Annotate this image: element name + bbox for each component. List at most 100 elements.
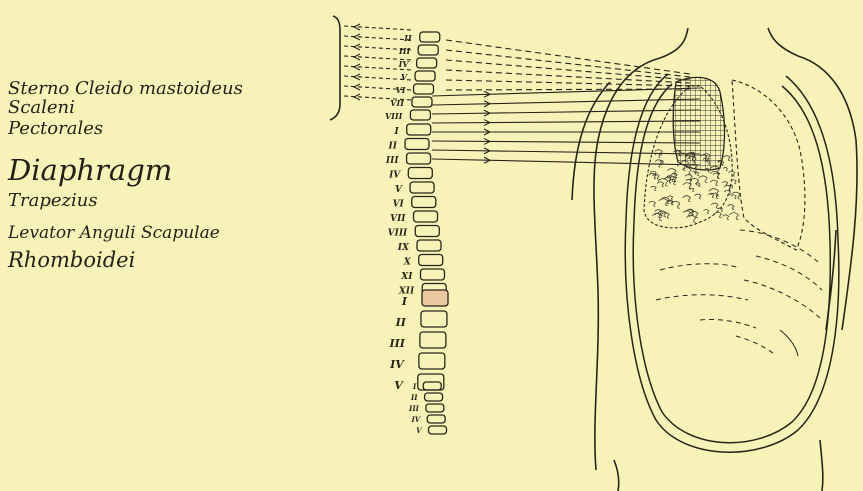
vertebra-sacral-1 [423, 382, 441, 390]
vertebra-label-thoracic-3: III [385, 156, 399, 166]
vertebra-lumbar-4 [419, 353, 445, 369]
stipple-mark [711, 203, 718, 208]
stipple-mark [699, 176, 708, 182]
vertebra-label-lumbar-3: III [388, 337, 405, 350]
stipple-mark [708, 193, 714, 197]
lungs [644, 80, 805, 250]
vertebra-thoracic-9 [417, 240, 441, 251]
stipple-mark [659, 199, 668, 206]
vertebra-sacral-4 [427, 415, 445, 423]
vertebra-thoracic-1 [407, 124, 431, 135]
neck-right [768, 28, 798, 56]
arm-line-left [572, 82, 610, 200]
stipple-mark [655, 154, 660, 158]
vertebra-cervical-4 [415, 71, 435, 81]
stipple-mark [657, 182, 663, 187]
nerve-solid-line [432, 110, 700, 114]
vertebra-label-cervical-1: II [403, 33, 412, 43]
waist-right [820, 440, 823, 491]
vertebra-cervical-2 [418, 45, 438, 55]
stipple-mark [687, 215, 696, 222]
stipple-mark [703, 210, 708, 214]
vertebra-lumbar-3 [420, 332, 446, 348]
vertebra-label-thoracic-2: II [388, 142, 398, 152]
vertebra-label-sacral-5: V [416, 426, 423, 435]
stipple-mark [722, 215, 728, 220]
stipple-mark [724, 156, 730, 161]
nerve-dashed-line [446, 80, 690, 86]
lung-right [732, 80, 805, 250]
vertebra-numerals: IIIIIIVVVIVIIVIIIIIIIIIIVVVIVIIVIIIIXXXI… [385, 33, 423, 435]
vertebra-cervical-5 [414, 84, 434, 94]
vertebra-label-cervical-5: VI [396, 85, 406, 95]
vertebra-label-sacral-1: I [412, 382, 417, 391]
stipple-mark [652, 213, 662, 220]
vertebra-label-thoracic-11: XI [400, 272, 413, 282]
nerve-root-bracket [330, 16, 340, 120]
shoulder-right [798, 56, 857, 330]
nerve-dashed-line [446, 50, 690, 77]
stipple-mark [710, 180, 717, 185]
vertebra-label-lumbar-1: I [401, 295, 408, 308]
vertebra-label-sacral-2: II [410, 393, 418, 402]
vertebra-cervical-1 [420, 32, 440, 42]
vertebra-label-thoracic-10: X [403, 258, 412, 268]
vertebra-label-thoracic-6: VI [393, 200, 405, 210]
stipple-mark [714, 212, 721, 217]
vertebra-label-cervical-4: V [401, 72, 408, 82]
vertebra-label-cervical-2: III [398, 46, 410, 56]
stipple-mark [724, 190, 730, 195]
vertebra-sacral-2 [425, 393, 443, 401]
vertebra-label-thoracic-8: VIII [388, 229, 408, 239]
vertebra-label-lumbar-4: IV [389, 358, 405, 371]
stipple-mark [695, 194, 701, 199]
waist-left [614, 460, 619, 491]
nerve-solid-line [432, 150, 700, 154]
stipple-mark [650, 186, 656, 190]
vertebra-lumbar-1 [422, 290, 448, 306]
nerve-dashed-line [446, 70, 690, 83]
stipple-mark [683, 196, 691, 202]
ribcage-outline [625, 74, 839, 452]
stipple-mark [729, 213, 738, 220]
vertebra-label-lumbar-2: II [395, 316, 407, 329]
diaphragm-curves [656, 230, 822, 354]
vertebra-thoracic-3 [407, 153, 431, 164]
vertebra-label-thoracic-4: IV [388, 171, 401, 181]
vertebra-lumbar-2 [421, 311, 447, 327]
vertebra-thoracic-11 [420, 269, 444, 280]
neck-left [660, 28, 688, 58]
liver-stipple [649, 150, 741, 223]
vertebra-thoracic-10 [419, 255, 443, 266]
nerve-solid-line [432, 99, 700, 105]
vertebra-thoracic-5 [410, 182, 434, 193]
vertebra-thoracic-8 [415, 226, 439, 237]
vertebra-thoracic-2 [405, 139, 429, 150]
vertebra-label-sacral-3: III [408, 404, 420, 413]
stipple-mark [731, 195, 736, 199]
stipple-mark [695, 183, 700, 187]
abdomen-mark [780, 330, 798, 356]
vertebra-label-thoracic-7: VII [390, 214, 406, 224]
vertebra-label-cervical-7: VIII [385, 111, 403, 121]
vertebra-label-thoracic-1: I [394, 127, 400, 137]
vertebra-thoracic-4 [408, 168, 432, 179]
stipple-mark [661, 197, 669, 203]
stipple-mark [649, 201, 656, 206]
stipple-mark [727, 205, 733, 210]
nerve-solid-line [432, 121, 700, 123]
stipple-mark [655, 213, 660, 217]
vertebra-label-thoracic-9: IX [397, 243, 410, 253]
nerve-solid-line [432, 141, 700, 143]
vertebra-label-cervical-3: IV [398, 59, 410, 69]
vertebra-cervical-3 [417, 58, 437, 68]
vertebra-label-thoracic-5: V [395, 185, 403, 195]
vertebra-sacral-5 [429, 426, 447, 434]
vertebra-label-lumbar-5: V [394, 379, 404, 392]
vertebra-label-sacral-4: IV [410, 415, 421, 424]
arm-line-right [826, 230, 836, 330]
spine [405, 32, 448, 434]
stipple-mark [683, 183, 691, 189]
